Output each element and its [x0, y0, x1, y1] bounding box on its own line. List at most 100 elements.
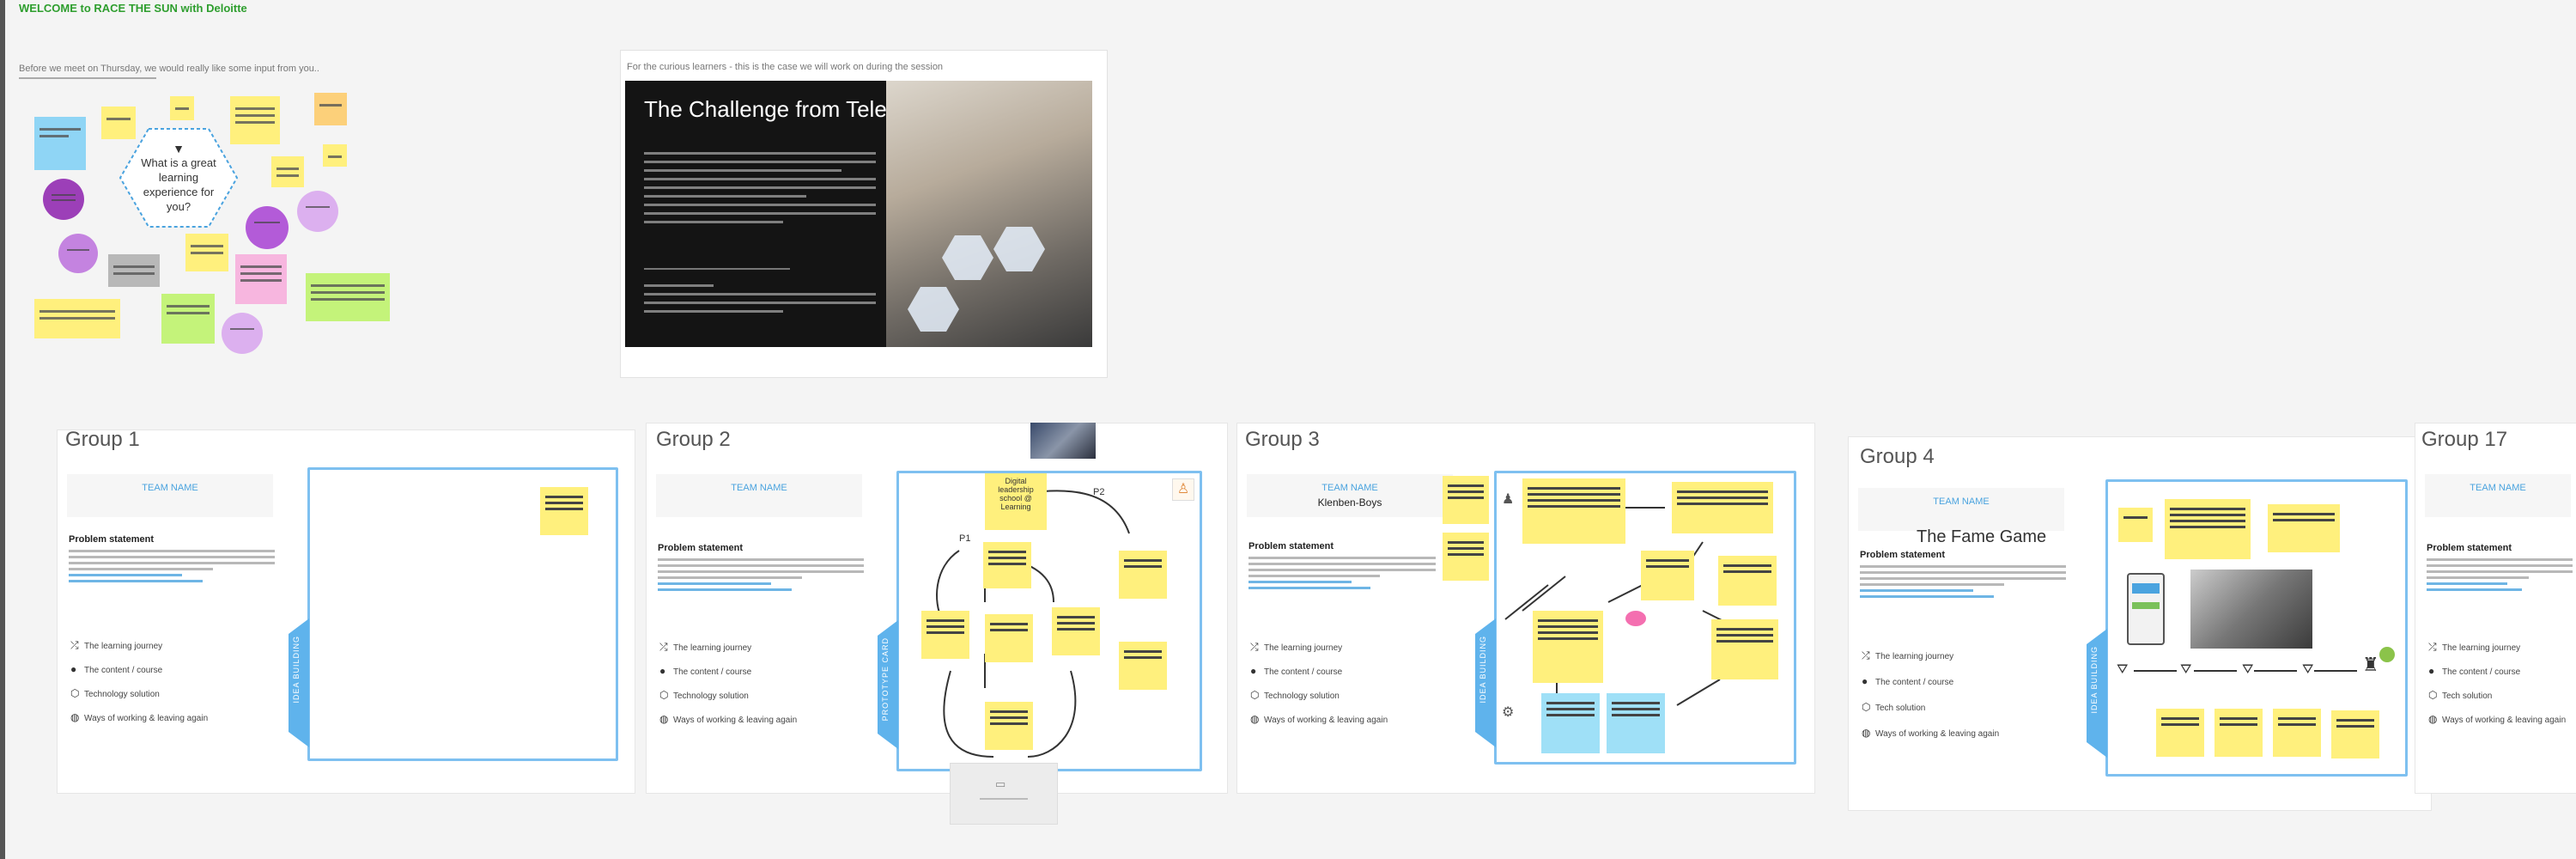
option-technology: ⬡Tech solution [2428, 689, 2493, 701]
sticky-note[interactable] [921, 611, 969, 659]
team-name-box[interactable]: TEAM NAME [67, 474, 273, 517]
sticky-note[interactable] [34, 299, 120, 338]
idea-canvas[interactable]: ♟ ⚙ [1494, 471, 1796, 765]
phone-mockup [2127, 573, 2165, 645]
intro-caption: Before we meet on Thursday, we would rea… [19, 64, 319, 74]
sticky-note[interactable] [230, 96, 280, 144]
sticky-note[interactable] [985, 702, 1033, 750]
label-p1: P1 [959, 533, 971, 544]
sticky-note-blue[interactable] [1541, 693, 1600, 753]
sticky-note[interactable] [2165, 499, 2251, 559]
collapsed-frame[interactable]: ▭ [950, 763, 1058, 825]
slide-footer-text [644, 278, 876, 319]
sticky-note[interactable] [1672, 482, 1773, 533]
sticky-note-blue[interactable] [1607, 693, 1665, 753]
problem-text [2427, 555, 2573, 594]
pink-dot [1625, 611, 1646, 626]
circle-sticky[interactable] [246, 206, 289, 249]
prototype-tab[interactable]: PROTOTYPE CARD [878, 620, 898, 749]
team-label: TEAM NAME [731, 483, 787, 493]
circle-sticky[interactable] [297, 191, 338, 232]
sticky-note[interactable] [271, 156, 304, 187]
globe-icon: ◍ [1862, 727, 1871, 739]
sticky-digital-leadership[interactable]: Digital leadership school @ Learning [985, 473, 1047, 530]
sticky-note[interactable] [1522, 478, 1625, 544]
team-name-box[interactable]: TEAM NAME [656, 474, 862, 517]
idea-tab[interactable]: IDEA BUILDING [289, 618, 309, 747]
idea-canvas[interactable]: ⛛ ⛛ ⛛ ⛛ ♜ [2105, 479, 2408, 777]
sticky-note[interactable] [2156, 709, 2204, 757]
avatar-icon: ♙ [1172, 478, 1194, 501]
hexagon-overlay [908, 227, 1045, 332]
sticky-note[interactable] [983, 542, 1031, 588]
group-2-content[interactable]: TEAM NAME Problem statement ⤮The learnin… [646, 464, 1226, 773]
team-name-box[interactable]: TEAM NAME Klenben-Boys [1247, 474, 1453, 517]
group-3-content[interactable]: TEAM NAME Klenben-Boys Problem statement… [1236, 464, 1814, 773]
center-question-text: What is a great learning experience for … [141, 156, 216, 213]
sticky-note[interactable] [235, 254, 287, 304]
welcome-title: WELCOME to RACE THE SUN with Deloitte [19, 2, 247, 15]
sticky-note[interactable] [540, 487, 588, 535]
prototype-canvas[interactable]: Digital leadership school @ Learning P1 … [896, 471, 1202, 771]
sticky-note[interactable] [34, 117, 86, 170]
sticky-note[interactable] [161, 294, 215, 344]
group-1-content[interactable]: TEAM NAME Problem statement ⤮The learnin… [57, 464, 634, 773]
group-17-title: Group 17 [2421, 428, 2508, 451]
option-ways-of-working: ◍Ways of working & leaving again [1250, 713, 1388, 725]
team-name-box[interactable]: TEAM NAME [2425, 474, 2571, 517]
sticky-note[interactable] [1052, 607, 1100, 655]
sticky-note[interactable] [1443, 533, 1489, 581]
group-17-content[interactable]: TEAM NAME Problem statement ⤮The learnin… [2415, 464, 2576, 773]
video-thumbnail[interactable] [1030, 423, 1096, 459]
sticky-note[interactable] [2268, 504, 2340, 552]
sticky-note[interactable] [306, 273, 390, 321]
shuffle-icon: ⤮ [1862, 649, 1870, 661]
problem-label: Problem statement [69, 534, 155, 545]
group-4-content[interactable]: TEAM NAME The Fame Game Problem statemen… [1848, 478, 2430, 795]
circle-sticky[interactable] [58, 234, 98, 273]
sticky-note[interactable] [1119, 642, 1167, 690]
idea-tab[interactable]: IDEA BUILDING [2087, 629, 2107, 758]
sticky-note[interactable] [2118, 508, 2153, 542]
sticky-note[interactable] [185, 234, 228, 271]
sticky-note[interactable] [2215, 709, 2263, 757]
option-ways-of-working: ◍Ways of working & leaving again [70, 711, 209, 723]
case-caption: For the curious learners - this is the c… [627, 62, 944, 72]
team-label: TEAM NAME [1321, 483, 1378, 493]
circle-sticky[interactable] [222, 313, 263, 354]
sticky-note[interactable] [985, 614, 1033, 662]
sticky-note[interactable] [2273, 709, 2321, 757]
sticky-note[interactable] [108, 254, 160, 287]
frame-icon: ▭ [995, 777, 1006, 790]
option-learning-journey: ⤮The learning journey [70, 639, 163, 651]
group-1-title: Group 1 [65, 428, 140, 451]
option-technology: ⬡Technology solution [1250, 689, 1340, 701]
sticky-note[interactable] [1718, 556, 1777, 606]
sticky-note[interactable] [1533, 611, 1603, 683]
idea-canvas[interactable] [307, 467, 618, 761]
sticky-note[interactable] [1711, 619, 1778, 679]
sticky-note[interactable] [1443, 476, 1489, 524]
pin-icon: ▼ [173, 142, 185, 155]
team-name-box[interactable]: TEAM NAME [1858, 488, 2064, 531]
sticky-note[interactable] [2331, 710, 2379, 758]
problem-text [69, 546, 275, 586]
problem-text [658, 555, 864, 594]
gear-icon: ⚙ [1502, 705, 1515, 720]
idea-tab[interactable]: IDEA BUILDING [1475, 618, 1496, 747]
circle-sticky[interactable] [43, 179, 84, 220]
group-4-title: Group 4 [1860, 445, 1935, 468]
globe-icon: ◍ [2428, 713, 2438, 725]
bulb-icon: ● [70, 663, 77, 675]
sticky-note[interactable] [314, 93, 347, 125]
case-slide[interactable]: The Challenge from Telenor [625, 81, 1092, 347]
sticky-note[interactable] [1641, 551, 1694, 600]
option-ways-of-working: ◍Ways of working & leaving again [1862, 727, 2000, 739]
trophy-icon: ♜ [2362, 654, 2379, 675]
sticky-note[interactable] [1119, 551, 1167, 599]
option-content: ●The content / course [1250, 665, 1343, 677]
sticky-note[interactable] [323, 144, 347, 167]
globe-icon: ◍ [1250, 713, 1260, 725]
sticky-note[interactable] [101, 107, 136, 139]
sticky-note[interactable] [170, 96, 194, 120]
